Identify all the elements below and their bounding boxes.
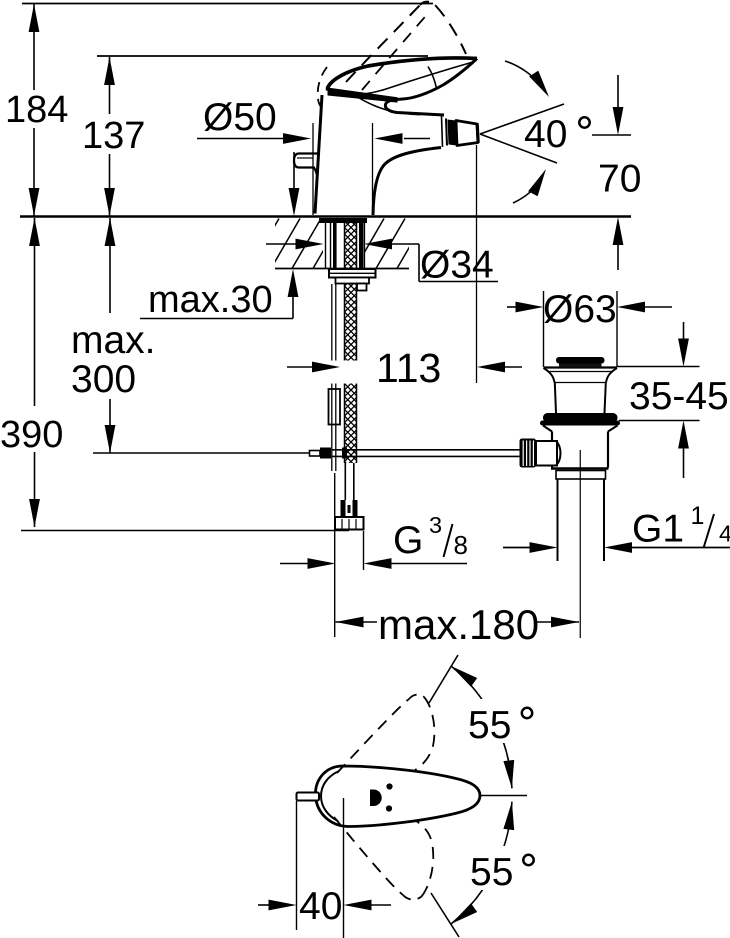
svg-text:55: 55 (470, 851, 513, 894)
svg-text:3: 3 (429, 512, 442, 538)
svg-text:max.30: max.30 (148, 279, 273, 321)
svg-text:G1: G1 (632, 508, 684, 551)
svg-text:Ø34: Ø34 (420, 244, 494, 287)
svg-text:113: 113 (376, 345, 441, 391)
svg-text:300: 300 (71, 358, 136, 401)
svg-text:390: 390 (0, 414, 63, 456)
svg-text:max.180: max.180 (378, 601, 539, 648)
svg-text:Ø50: Ø50 (203, 96, 277, 139)
svg-text:G: G (393, 519, 423, 562)
svg-text:40: 40 (524, 113, 567, 156)
svg-text:55: 55 (468, 704, 511, 747)
svg-text:1: 1 (691, 502, 705, 530)
svg-text:70: 70 (598, 158, 641, 201)
svg-text:40: 40 (299, 885, 342, 928)
svg-text:184: 184 (5, 89, 68, 131)
svg-text:max.: max. (71, 319, 156, 362)
svg-text:8: 8 (454, 530, 468, 560)
svg-text:35-45: 35-45 (629, 375, 729, 418)
svg-text:4: 4 (719, 521, 730, 547)
svg-text:Ø63: Ø63 (543, 288, 617, 331)
svg-text:137: 137 (82, 115, 145, 157)
